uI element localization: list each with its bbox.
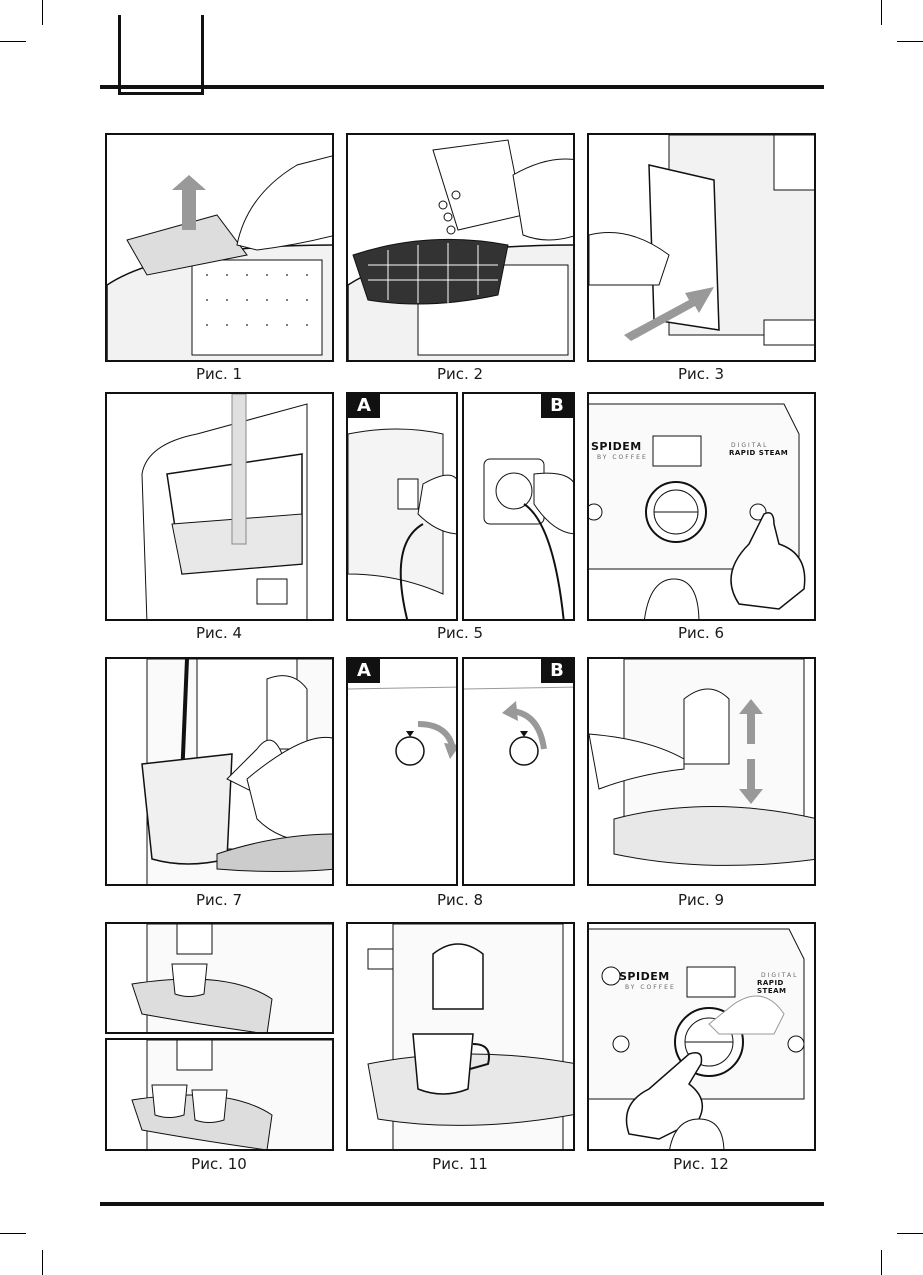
crop-mark — [897, 1233, 923, 1234]
wall-socket-icon — [483, 458, 573, 619]
figure-caption: Рис. 10 — [191, 1155, 247, 1173]
crop-mark — [0, 41, 26, 42]
figure-caption: Рис. 1 — [195, 365, 243, 383]
fill-water-tank-icon — [141, 394, 308, 619]
figure-caption: Рис. 9 — [677, 891, 725, 909]
brand-line-2: RAPID STEAM — [757, 979, 787, 995]
header-rule — [100, 85, 824, 89]
lift-drip-tray-icon — [107, 155, 332, 360]
figure-9-panel — [587, 657, 816, 886]
figure-4-panel — [105, 392, 334, 621]
press-power-button-icon — [589, 403, 806, 619]
figure-2-panel — [346, 133, 575, 362]
footer-rule — [100, 1202, 824, 1206]
steam-milk-jug-icon — [141, 659, 332, 884]
press-coffee-button-icon — [589, 928, 805, 1149]
figure-7-panel — [105, 657, 334, 886]
figure-6-panel: SPIDEM BY COFFEE DIGITAL RAPID STEAM — [587, 392, 816, 621]
crop-mark — [42, 1250, 43, 1275]
figure-caption: Рис. 12 — [673, 1155, 729, 1173]
figure-12-panel: SPIDEM BY COFFEE DIGITAL RAPID STEAM — [587, 922, 816, 1151]
brand-line-1: DIGITAL — [761, 972, 799, 979]
figure-10a-panel — [105, 922, 334, 1034]
brand-line-2: RAPID STEAM — [729, 449, 789, 457]
brand-name: SPIDEM — [619, 970, 670, 983]
figure-5a-panel: A — [346, 392, 458, 621]
figure-1-panel — [105, 133, 334, 362]
brand-tagline: BY COFFEE — [597, 454, 648, 461]
figure-label-b: B — [541, 394, 573, 418]
figure-5b-panel: B — [462, 392, 575, 621]
one-cup-icon — [131, 924, 332, 1032]
figure-8b-panel: B — [462, 657, 575, 886]
figure-caption: Рис. 2 — [436, 365, 484, 383]
figure-label-a: A — [348, 659, 380, 683]
figure-caption: Рис. 4 — [195, 624, 243, 642]
crop-mark — [42, 0, 43, 25]
cup-under-dispenser-icon — [367, 924, 573, 1149]
figure-caption: Рис. 6 — [677, 624, 725, 642]
figure-caption: Рис. 8 — [436, 891, 484, 909]
figure-3-panel — [587, 133, 816, 362]
turn-steam-knob-back-icon — [464, 686, 573, 766]
crop-mark — [0, 1233, 26, 1234]
pour-coffee-beans-icon — [348, 139, 573, 360]
brand-line-1: DIGITAL — [731, 442, 769, 449]
figure-label-b: B — [541, 659, 573, 683]
two-cups-icon — [131, 1040, 332, 1149]
remove-side-panel-icon — [589, 135, 814, 346]
figure-label-a: A — [348, 394, 380, 418]
turn-steam-knob-icon — [348, 686, 456, 766]
header-tab — [118, 15, 204, 95]
figure-11-panel — [346, 922, 575, 1151]
crop-mark — [881, 1250, 882, 1275]
figure-caption: Рис. 3 — [677, 365, 725, 383]
figure-caption: Рис. 11 — [432, 1155, 488, 1173]
plug-power-cable-icon — [348, 428, 456, 619]
adjust-dispenser-height-icon — [589, 659, 814, 866]
crop-mark — [897, 41, 923, 42]
figure-10b-panel — [105, 1038, 334, 1151]
brand-name: SPIDEM — [591, 440, 642, 453]
figure-caption: Рис. 5 — [436, 624, 484, 642]
figure-caption: Рис. 7 — [195, 891, 243, 909]
figure-8a-panel: A — [346, 657, 458, 886]
brand-tagline: BY COFFEE — [625, 984, 676, 991]
crop-mark — [881, 0, 882, 25]
